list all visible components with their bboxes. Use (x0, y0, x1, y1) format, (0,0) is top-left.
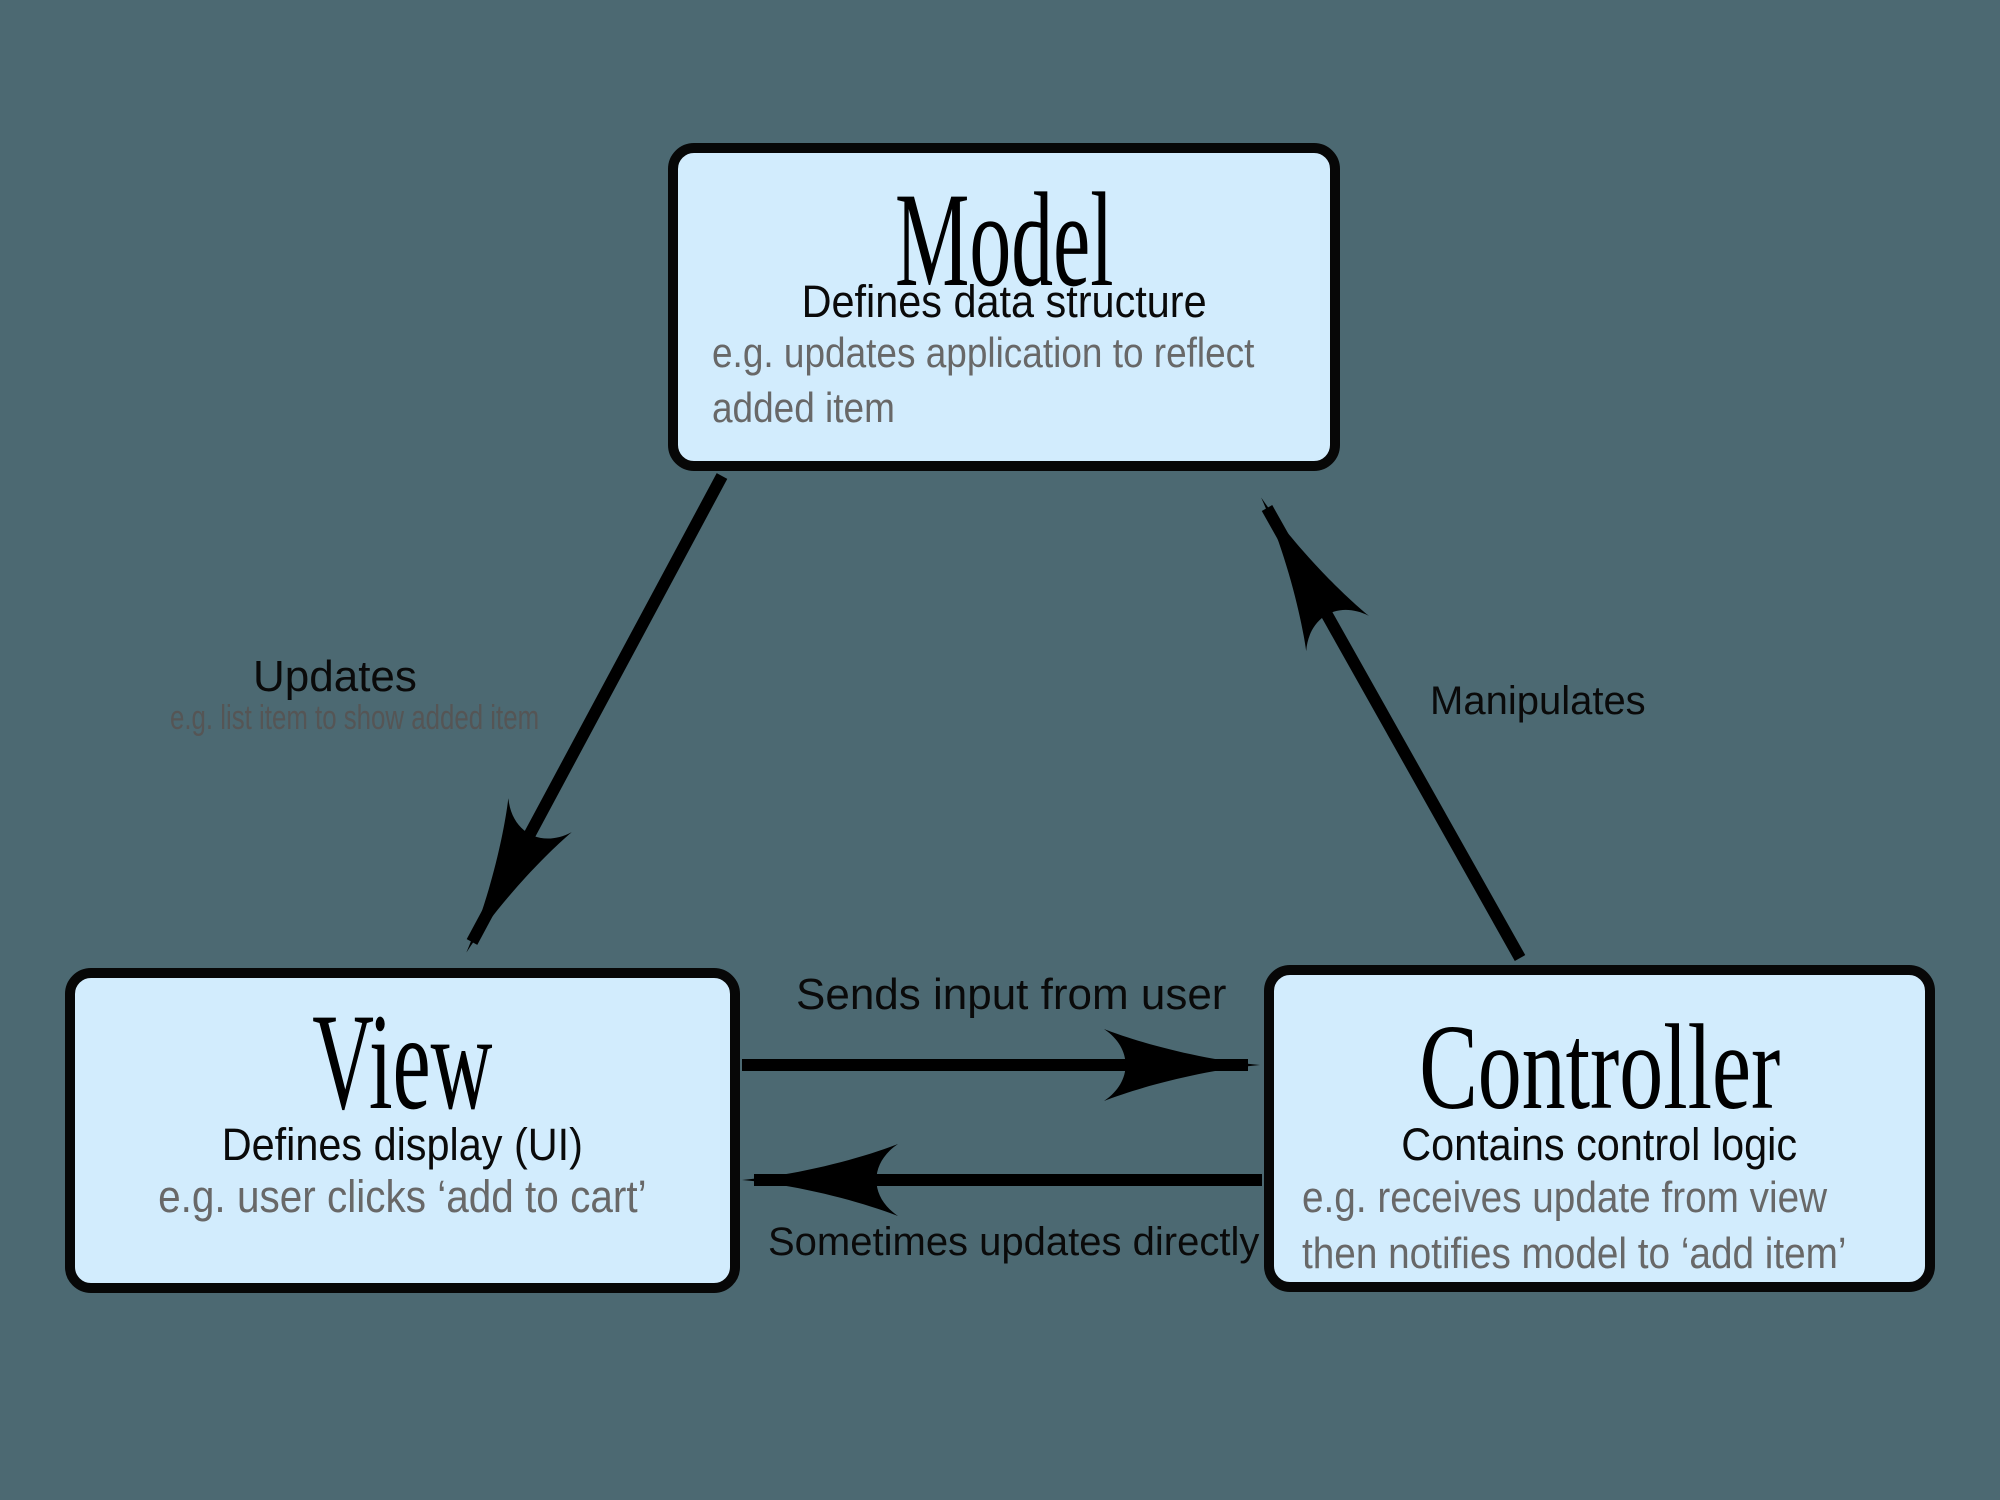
model-example-line1: e.g. updates application to reflect (712, 329, 1255, 376)
controller-title: Controller (1418, 1000, 1781, 1135)
controller-example-line1: e.g. receives update from view (1302, 1173, 1828, 1222)
view-subtitle: Defines display (UI) (221, 1119, 584, 1170)
model-box: Model Defines data structure e.g. update… (668, 143, 1340, 471)
model-subtitle: Defines data structure (801, 276, 1207, 327)
updates-sublabel: e.g. list item to show added item (170, 699, 540, 737)
controller-subtitle: Contains control logic (1401, 1119, 1798, 1170)
view-example-line1: e.g. user clicks ‘add to cart’ (158, 1171, 647, 1222)
updates-label: Updates (253, 652, 417, 701)
view-title: View (312, 985, 493, 1138)
model-title: Model (894, 166, 1114, 315)
controller-example-line2: then notifies model to ‘add item’ (1302, 1229, 1847, 1278)
sometimes-updates-label: Sometimes updates directly (768, 1220, 1260, 1264)
controller-box: Controller Contains control logic e.g. r… (1264, 965, 1935, 1292)
model-example-line2: added item (712, 384, 895, 431)
arrow-controller-to-model (1261, 497, 1526, 961)
sends-input-label: Sends input from user (796, 970, 1227, 1019)
manipulates-label: Manipulates (1430, 679, 1646, 723)
view-box: View Defines display (UI) e.g. user clic… (65, 968, 740, 1293)
